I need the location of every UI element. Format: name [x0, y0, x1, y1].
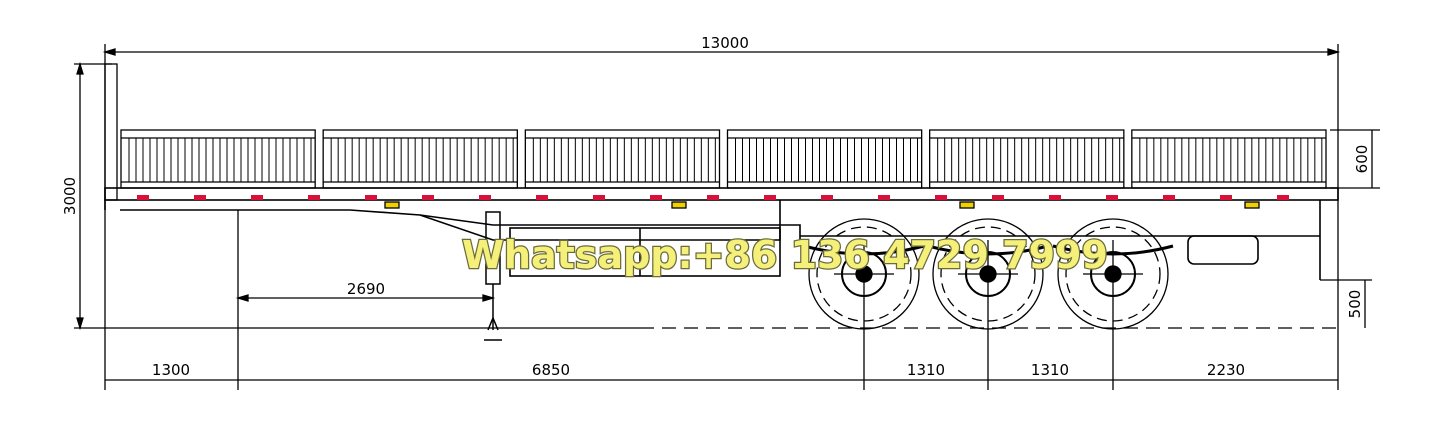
red-reflector — [992, 195, 1004, 200]
overall-length-label: 13000 — [701, 34, 749, 52]
red-reflector — [536, 195, 548, 200]
side-panel — [322, 129, 518, 189]
side-panel — [524, 129, 721, 189]
side-panel — [120, 129, 316, 189]
side-panels — [120, 129, 1327, 189]
red-reflector — [308, 195, 320, 200]
overall-height-label: 3000 — [61, 177, 79, 215]
headboard — [104, 63, 118, 201]
dim-1310-b: 1310 — [1031, 361, 1069, 379]
side-panel — [1131, 129, 1327, 189]
red-reflector — [821, 195, 833, 200]
yellow-side-light — [1244, 201, 1260, 209]
clearance-dimension: 500 — [1320, 279, 1372, 328]
side-panel-height-label: 600 — [1353, 145, 1371, 174]
bottom-dimension-chain: 1300 6850 1310 1310 2230 — [105, 210, 1338, 390]
red-reflector — [365, 195, 377, 200]
clearance-label: 500 — [1346, 290, 1364, 319]
red-reflector — [1163, 195, 1175, 200]
dim-2230: 2230 — [1207, 361, 1245, 379]
overall-height-dimension: 3000 — [61, 61, 112, 331]
overall-length-dimension: 13000 — [102, 34, 1341, 390]
dim-1310-a: 1310 — [907, 361, 945, 379]
red-reflector — [137, 195, 149, 200]
yellow-side-light — [384, 201, 400, 209]
red-reflector — [422, 195, 434, 200]
yellow-side-light — [959, 201, 975, 209]
red-reflector — [1277, 195, 1289, 200]
wheel — [1052, 218, 1174, 330]
side-panel — [929, 129, 1125, 189]
chassis-frame — [104, 187, 1339, 280]
yellow-side-light — [671, 201, 687, 209]
dim-6850: 6850 — [532, 361, 570, 379]
deck-markers — [137, 195, 1289, 209]
red-reflector — [251, 195, 263, 200]
red-reflector — [764, 195, 776, 200]
kingpin-landing-leg-label: 2690 — [347, 280, 385, 298]
red-reflector — [935, 195, 947, 200]
wheel — [803, 218, 925, 330]
red-reflector — [194, 195, 206, 200]
watermark: Whatsapp:+86 136 4729 7999 — [462, 233, 1108, 277]
red-reflector — [1106, 195, 1118, 200]
red-reflector — [479, 195, 491, 200]
red-reflector — [1220, 195, 1232, 200]
red-reflector — [593, 195, 605, 200]
red-reflector — [878, 195, 890, 200]
red-reflector — [650, 195, 662, 200]
axle-group — [803, 218, 1174, 330]
dim-1300: 1300 — [152, 361, 190, 379]
wheel — [927, 218, 1049, 330]
kingpin-landing-leg-dimension: 2690 — [235, 280, 496, 302]
red-reflector — [707, 195, 719, 200]
side-panel — [726, 129, 923, 189]
landing-leg — [484, 211, 502, 341]
red-reflector — [1049, 195, 1061, 200]
